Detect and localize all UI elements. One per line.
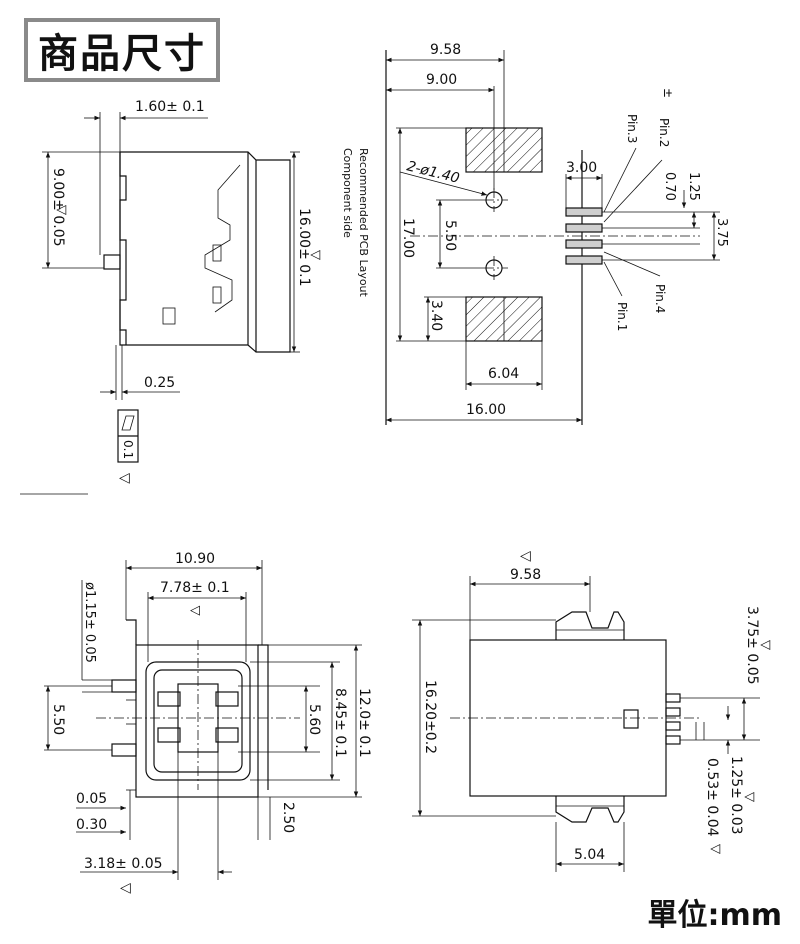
pcb-pin-label: Pin.2 [657, 118, 671, 147]
pcb-dim-holes: 2-ø1.40 [405, 158, 461, 187]
front-dim-height: 12.0± 0.1 [356, 688, 372, 758]
pcb-pin-pad [565, 223, 603, 233]
svg-text:◁: ◁ [190, 603, 200, 618]
svg-text:▽: ▽ [308, 250, 323, 260]
front-dim-c: 2.50 [280, 802, 296, 833]
pcb-pin-pad [565, 255, 603, 265]
pcb-pin-label: Pin.1 [615, 302, 629, 331]
svg-text:◁: ◁ [119, 470, 130, 486]
pcb-pin-pad [565, 239, 603, 249]
top-view: 9.58 ◁ 16.20±0.2 3.75± 0.05 ▽ 1.25± 0.03… [412, 548, 773, 872]
pcb-dim-length: 16.00 [466, 402, 506, 418]
pcb-pin-label: Pin.4 [653, 284, 667, 313]
side-view: 1.60± 0.1 9.00± 0.05 ▽ 16.00± 0.1 ▽ 0.25… [20, 99, 323, 495]
unit-label: 單位:mm [647, 898, 782, 933]
pcb-label-line1: Recommended PCB Layout [357, 148, 370, 298]
svg-text:◁: ◁ [520, 548, 531, 564]
svg-text:▽: ▽ [742, 792, 757, 802]
side-dim-height-left: 9.00± 0.05 [50, 168, 66, 247]
front-dim-width: 10.90 [175, 551, 215, 567]
top-dim-length: 16.20±0.2 [422, 680, 438, 754]
pcb-dim-pad-width: 6.04 [488, 366, 519, 382]
pcb-label-line2: Component side [341, 148, 354, 238]
pcb-dim-total-width: 9.58 [430, 42, 461, 58]
side-dim-thickness: 0.25 [144, 375, 175, 391]
top-dim-pin-pitch: 1.25± 0.03 [728, 756, 744, 835]
pcb-dim-height: 17.00 [400, 218, 416, 258]
pcb-dim-pin-gap: 0.70 [662, 172, 677, 201]
front-dim-a: 0.05 [76, 791, 107, 807]
front-dim-inner-height: 8.45± 0.1 [332, 688, 348, 758]
pcb-dim-hole-span: 9.00 [426, 72, 457, 88]
title-box: 商品尺寸 [24, 18, 220, 82]
top-dim-pin-span: 3.75± 0.05 [744, 606, 760, 685]
pcb-pin-pad [565, 207, 603, 217]
side-dim-height-right: 16.00± 0.1 [296, 208, 312, 287]
top-dim-tab: 5.04 [574, 847, 605, 863]
front-dim-b: 0.30 [76, 817, 107, 833]
front-dim-bottom: 3.18± 0.05 [84, 856, 163, 872]
pcb-dim-pin-pitch: 1.25 [686, 172, 701, 201]
svg-text:▽: ▽ [708, 844, 723, 854]
front-dim-opening: 5.60 [306, 704, 322, 735]
front-view: 10.90 7.78± 0.1 ◁ ø1.15± 0.05 5.50 5.60 … [44, 551, 372, 896]
side-flatness-value: 0.1 [121, 440, 135, 459]
front-dim-pin-dia: ø1.15± 0.05 [82, 582, 97, 663]
top-dim-pin-width: 0.53± 0.04 [704, 758, 720, 837]
pcb-dim-pin-span: 3.75 [714, 218, 729, 247]
svg-text:◁: ◁ [120, 880, 131, 896]
front-dim-inner: 7.78± 0.1 [160, 580, 230, 596]
side-dim-top: 1.60± 0.1 [135, 99, 205, 115]
pcb-layout: Recommended PCB Layout Component side 9.… [341, 42, 729, 425]
side-flatness-symbol: ▽ [54, 205, 69, 215]
pcb-dim-pin-pad: 3.00 [566, 160, 597, 176]
page-title: 商品尺寸 [38, 31, 206, 77]
pcb-pin-label: Pin.3 [625, 114, 639, 143]
top-dim-width: 9.58 [510, 567, 541, 583]
pcb-dim-hole-pitch: 5.50 [442, 220, 458, 251]
front-dim-left-span: 5.50 [50, 704, 66, 735]
pcb-dim-pad-height: 3.40 [428, 300, 444, 331]
svg-text:▽: ▽ [758, 640, 773, 650]
pcb-plusminus: ± [661, 88, 675, 98]
